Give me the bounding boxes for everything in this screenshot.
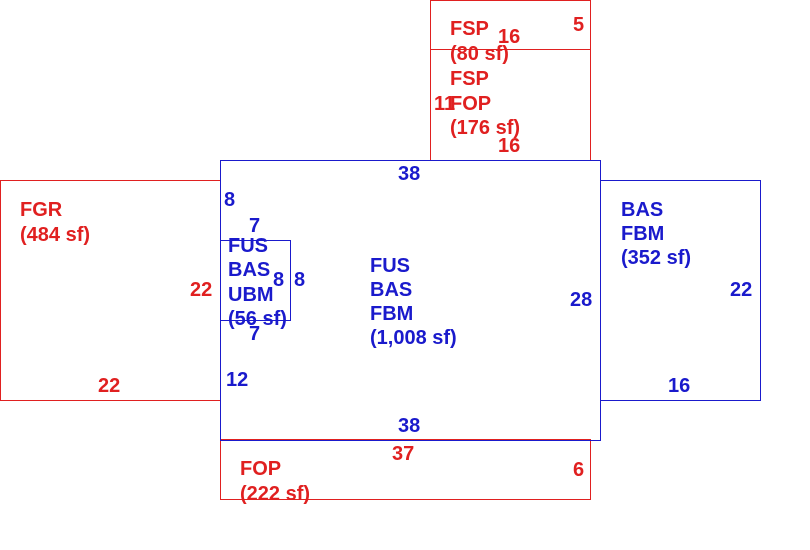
fsp-fop-code1: FSP: [450, 68, 489, 90]
dim-fop-top: 37: [392, 443, 415, 465]
dim-fop-side: 6: [573, 459, 585, 481]
main-code3: FBM: [370, 303, 414, 325]
fsp-top-code: FSP: [450, 18, 489, 40]
dim-fsp-top-side: 5: [573, 14, 585, 36]
small-ubm-outline: [220, 240, 291, 321]
right-wing-code2: FBM: [621, 223, 665, 245]
small-area: (56 sf): [228, 308, 287, 330]
right-wing-code1: BAS: [621, 199, 664, 221]
fop-bottom-code: FOP: [240, 458, 282, 480]
fsp-top-area: (80 sf): [450, 43, 509, 65]
dim-fgr-right: 22: [190, 279, 213, 301]
fsp-fop-area: (176 sf): [450, 117, 521, 139]
dim-main-bottom: 38: [398, 415, 421, 437]
dim-right-wing-bottom: 16: [668, 375, 691, 397]
dim-fgr-bottom: 22: [98, 375, 121, 397]
small-code1: FUS: [228, 235, 268, 257]
right-wing-area: (352 sf): [621, 247, 692, 269]
small-code3: UBM: [228, 284, 274, 306]
dim-main-left-upper: 8: [224, 189, 236, 211]
fsp-fop-code2: FOP: [450, 93, 492, 115]
dim-small-right: 8: [294, 269, 306, 291]
dim-main-right: 28: [570, 289, 593, 311]
dim-fsp-fop-width: 16: [498, 135, 521, 157]
dim-fsp-top-width: 16: [498, 26, 521, 48]
fgr-code: FGR: [20, 199, 63, 221]
fop-bottom-outline: [220, 439, 591, 500]
fsp-divider: [430, 49, 591, 50]
dim-small-bottom: 7: [249, 323, 261, 345]
dim-main-top: 38: [398, 163, 421, 185]
main-code1: FUS: [370, 255, 410, 277]
dim-right-wing-side: 22: [730, 279, 753, 301]
dim-main-left-lower: 12: [226, 369, 249, 391]
main-code2: BAS: [370, 279, 413, 301]
dim-small-inner: 8: [273, 269, 285, 291]
dim-small-top: 7: [249, 215, 261, 237]
small-code2: BAS: [228, 259, 271, 281]
fop-bottom-area: (222 sf): [240, 483, 311, 505]
main-area: (1,008 sf): [370, 327, 457, 349]
dim-fsp-fop-side: 11: [434, 93, 456, 115]
fgr-area: (484 sf): [20, 224, 91, 246]
